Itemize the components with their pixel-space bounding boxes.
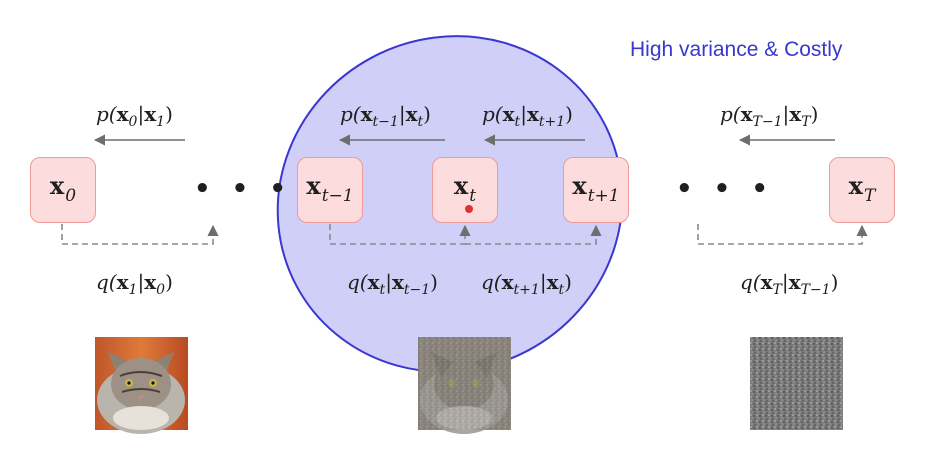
node-xt-sub: t <box>469 186 477 206</box>
node-xT: xT <box>829 157 895 223</box>
node-xt+1-main: x <box>572 171 587 200</box>
reverse-label-t: p(xt|xt+1) <box>482 102 573 130</box>
ellipsis-right: • • • <box>676 174 774 204</box>
reverse-label-0: p(x0|x1) <box>96 102 173 130</box>
node-x0-sub: 0 <box>65 186 77 206</box>
clean-cat-image <box>95 337 188 434</box>
node-xT-main: x <box>848 171 863 200</box>
forward-label-t: q(xt|xt−1) <box>347 270 438 298</box>
node-xt+1: xt+1 <box>563 157 629 223</box>
node-xT-sub: T <box>863 186 876 206</box>
ellipsis-left: • • • <box>194 174 292 204</box>
reverse-label-T: p(xT−1|xT) <box>720 102 819 130</box>
pure-noise-image <box>750 337 843 430</box>
forward-label-t+1: q(xt+1|xt) <box>481 270 572 298</box>
reverse-label-t-1: p(xt−1|xt) <box>340 102 431 130</box>
region-title: High variance & Costly <box>630 38 843 61</box>
noisy-cat-image <box>418 337 511 434</box>
forward-connector-0 <box>61 224 219 245</box>
node-xt+1-sub: t+1 <box>587 186 620 206</box>
node-xt: xt <box>432 157 498 223</box>
node-xt-1: xt−1 <box>297 157 363 223</box>
pointer-dot <box>465 205 473 213</box>
forward-connector-T <box>697 224 868 245</box>
node-xt-1-sub: t−1 <box>321 186 354 206</box>
forward-connector-t <box>329 224 471 245</box>
node-xt-main: x <box>453 171 469 200</box>
node-x0-main: x <box>49 171 65 200</box>
forward-connector-t+1 <box>465 224 602 245</box>
forward-label-1: q(x1|x0) <box>96 270 173 298</box>
forward-label-T: q(xT|xT−1) <box>740 270 839 298</box>
node-xt-1-main: x <box>306 171 321 200</box>
node-x0: x0 <box>30 157 96 223</box>
